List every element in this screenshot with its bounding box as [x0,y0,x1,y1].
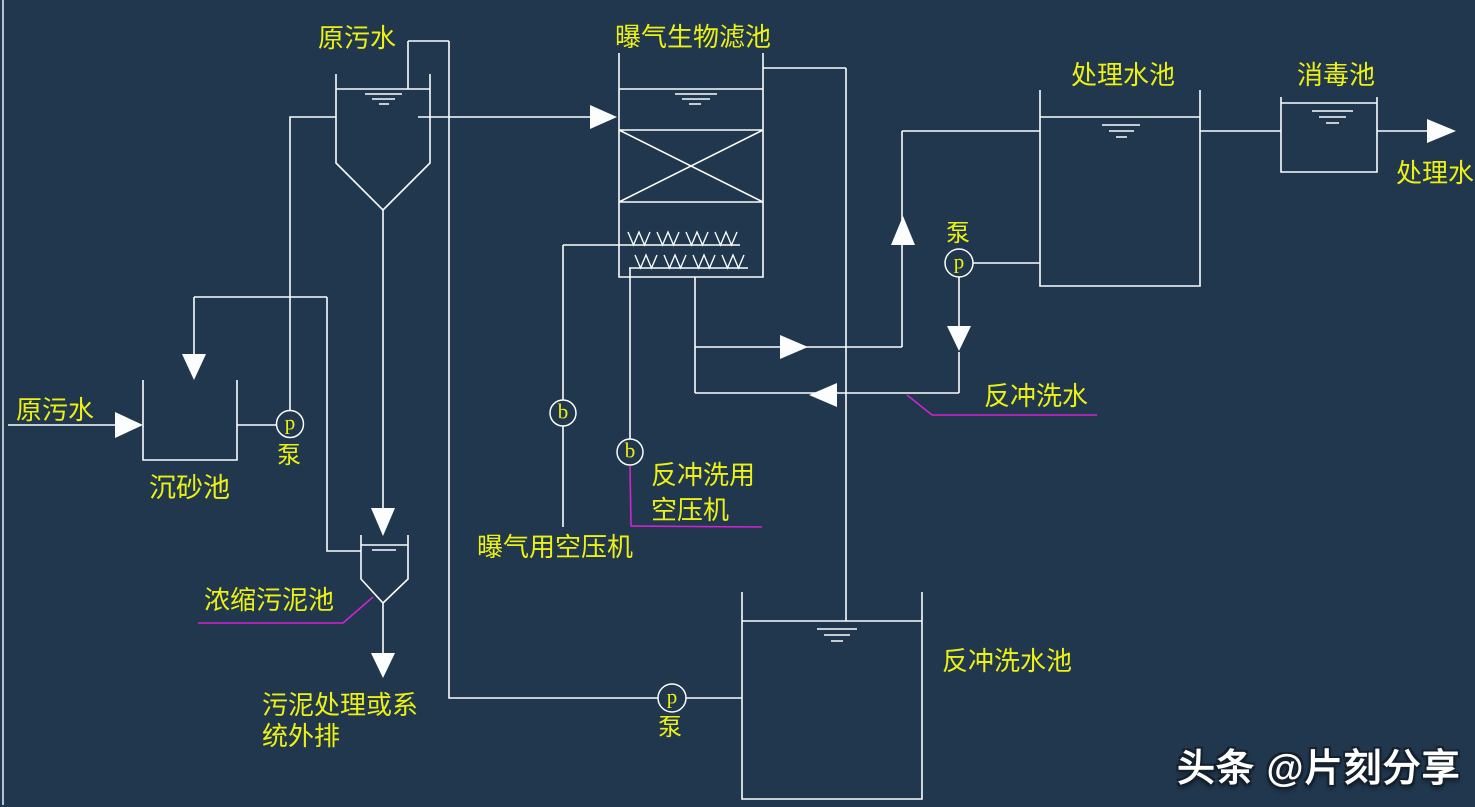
final-outlet-arrow-icon [1427,119,1456,143]
treated-water-circuit [694,130,1040,393]
biofilter-label: 曝气生物滤池 [615,23,772,52]
nozzle-icon [627,230,651,247]
head-tank [335,40,742,699]
sludge-disposal-line1: 污泥处理或系 [262,691,419,720]
backwash-supply-circuit [695,262,1097,416]
nozzle-icon [656,230,680,247]
watermark: 头条 @片刻分享 [1177,748,1461,790]
raw-inlet-arrow-icon [115,412,143,438]
pump-label: 泵 [277,443,301,469]
grit-chamber-label: 沉砂池 [149,473,230,503]
disinfection-tank-shape [1280,97,1378,173]
flow-right-arrow-icon [780,335,808,359]
blower-letter: b [624,438,636,463]
treated-water-label: 处理水 [1396,159,1475,188]
water-level-icon [1312,110,1353,124]
equipment-symbols [275,248,974,713]
backwash-leader-line [906,394,1097,416]
backwash-waste-pipe [763,67,847,621]
head-tank-label: 原污水 [318,24,397,53]
sludge-disposal-line2: 统外排 [262,722,341,751]
nozzle-icon [721,253,745,270]
thickener-return-pipe [193,296,361,552]
flow-left-arrow-icon [809,383,837,407]
water-level-icon [365,93,402,105]
pump-symbol-icon [657,683,687,713]
grit-chamber-circuit [8,116,361,552]
head-tank-shape [335,74,431,211]
disinfection-tank-label: 消毒池 [1297,61,1376,90]
nozzle-icon [685,230,709,247]
nozzle-icon [714,230,738,247]
nozzle-icon [663,253,687,270]
treated-tank [1039,90,1281,287]
backwash-tank-shape [741,592,923,800]
blower-symbol-icon [616,438,644,466]
sludge-to-thickener-arrow-icon [371,508,395,536]
pump-letter: p [953,249,965,274]
backwash-blower-label: 反冲洗用空压机 [651,458,755,528]
thickener-leader-line [198,596,374,624]
sludge-disposal-arrow-icon [371,653,395,678]
raw-water-label: 原污水 [16,396,95,425]
water-level-icon [817,628,857,642]
nozzle-icon [692,253,716,270]
pump-letter: p [666,684,678,709]
blower-letter: b [557,399,569,424]
backwash-tank [741,592,923,800]
pump-label: 泵 [658,715,682,741]
treated-tank-label: 处理水池 [1071,61,1176,90]
pump-letter: p [284,410,296,435]
flow-up-arrow-icon [891,216,915,245]
backwash-return-pipe [407,40,742,699]
backwash-blower-line2: 空压机 [651,496,730,525]
disinfection-tank [1280,97,1456,173]
aeration-blower-label: 曝气用空压机 [477,533,634,562]
blower-symbol-icon [549,399,577,427]
treated-tank-shape [1039,90,1201,287]
blower-leader-line [629,465,763,528]
treated-water-pipe [694,130,1040,393]
sludge-thickener [198,535,409,678]
grit-chamber-shape [142,380,238,461]
backwash-supply-pipe [695,262,1040,394]
backwash-blower-line1: 反冲洗用 [651,461,756,490]
backwash-water-label: 反冲洗水 [984,382,1089,411]
pump-label: 泵 [946,221,970,247]
biofilter-shape [618,53,764,278]
pump-symbol-icon [275,409,305,439]
nozzle-icon [634,253,658,270]
thickener-shape [360,535,409,604]
pump-symbol-icon [944,248,974,278]
filter-media-x-box [618,129,764,203]
biofilter-inlet-arrow-icon [590,105,617,129]
backwash-tank-label: 反冲洗水池 [942,647,1073,676]
biofilter [562,53,847,621]
sludge-thickener-label: 浓缩污泥池 [204,586,335,615]
water-level-icon [1102,124,1140,138]
flow-down-arrow-icon [947,326,971,351]
sludge-disposal-label: 污泥处理或系统外排 [262,690,418,752]
water-level-icon [675,93,717,105]
grit-pump-riser-pipe [289,116,336,411]
grit-return-arrow-icon [182,354,206,380]
